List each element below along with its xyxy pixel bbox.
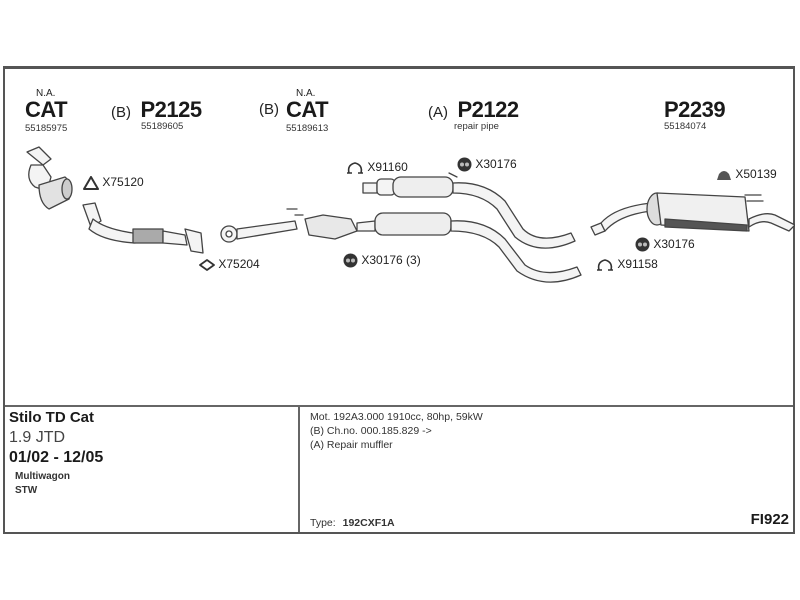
callout-label: X30176 (3) (361, 253, 421, 267)
callout-x75120[interactable]: X75120 (83, 175, 144, 190)
type-row: Type: 192CXF1A (310, 517, 395, 529)
callout-label: X50139 (735, 167, 777, 181)
rubber-mount-icon (343, 253, 358, 268)
part-prefix: (B) (259, 101, 279, 118)
header-part-p2125[interactable]: (B) P2125 55189605 (111, 97, 202, 133)
vehicle-info-panel: Stilo TD Cat 1.9 JTD 01/02 - 12/05 Multi… (5, 405, 300, 532)
callout-label: X75120 (102, 175, 144, 189)
part-number: 55189613 (286, 123, 329, 134)
callout-x91158[interactable]: X91158 (596, 257, 658, 272)
callout-x91160[interactable]: X91160 (346, 160, 408, 175)
part-code: CAT (25, 97, 68, 122)
repair-pipe-part[interactable] (362, 172, 576, 249)
callout-x50139[interactable]: X50139 (716, 167, 777, 181)
part-number: 55184074 (664, 121, 707, 132)
callout-label: X30176 (475, 157, 517, 171)
exhaust-diagram-area: N.A. CAT 55185975 (B) P2125 55189605 N.A… (5, 69, 795, 407)
callout-x75204[interactable]: X75204 (199, 257, 260, 271)
callout-label: X91160 (367, 160, 408, 174)
type-value: 192CXF1A (342, 517, 395, 529)
part-number: 55189605 (141, 121, 184, 132)
part-code: P2239 (664, 97, 726, 122)
front-catalyst-part[interactable] (26, 146, 73, 210)
rubber-mount-icon (457, 157, 472, 172)
callout-label: X75204 (218, 257, 260, 271)
bracket-mount-icon (717, 170, 731, 180)
note-engine: Mot. 192A3.000 1910cc, 80hp, 59kW (310, 411, 483, 423)
part-prefix: (A) (428, 104, 448, 121)
vehicle-years: 01/02 - 12/05 (9, 449, 104, 466)
note-repair: (A) Repair muffler (310, 439, 393, 451)
exhaust-system-drawing (26, 146, 795, 283)
middle-catalyst-part[interactable] (220, 208, 582, 283)
clamp-icon (347, 162, 363, 174)
rear-muffler-part[interactable] (590, 192, 795, 236)
part-number: 55185975 (25, 123, 68, 134)
type-label: Type: (310, 517, 336, 529)
not-available-note: N.A. (36, 88, 56, 99)
vehicle-engine: 1.9 JTD (9, 429, 66, 446)
part-code: P2125 (140, 97, 202, 122)
callout-x30176-top[interactable]: X30176 (457, 157, 517, 172)
callout-label: X91158 (617, 257, 658, 271)
diagram-sheet: N.A. CAT 55185975 (B) P2125 55189605 N.A… (3, 66, 795, 534)
vehicle-model: Stilo TD Cat (9, 409, 94, 426)
clamp-icon (597, 259, 613, 271)
header-part-p2122[interactable]: (A) P2122 repair pipe (428, 97, 519, 133)
callout-x30176-rear[interactable]: X30176 (635, 237, 695, 252)
callout-label: X30176 (653, 237, 695, 251)
part-description: repair pipe (454, 121, 499, 132)
note-chassis: (B) Ch.no. 000.185.829 -> (310, 425, 432, 437)
vehicle-body-code: STW (15, 485, 38, 496)
callout-x30176-mid[interactable]: X30176 (3) (343, 253, 421, 268)
gasket-triangle-icon (83, 175, 99, 190)
part-code: CAT (286, 97, 329, 122)
part-code: P2122 (457, 97, 519, 122)
front-pipe-part[interactable] (82, 202, 204, 254)
technical-notes-panel: Mot. 192A3.000 1910cc, 80hp, 59kW (B) Ch… (300, 405, 793, 532)
not-available-note: N.A. (296, 88, 316, 99)
vehicle-body-type: Multiwagon (15, 471, 70, 482)
diagram-code: FI922 (750, 511, 789, 528)
header-part-p2239[interactable]: P2239 55184074 (664, 97, 726, 133)
part-prefix: (B) (111, 104, 131, 121)
rubber-mount-icon (635, 237, 650, 252)
gasket-oval-icon (199, 258, 215, 271)
